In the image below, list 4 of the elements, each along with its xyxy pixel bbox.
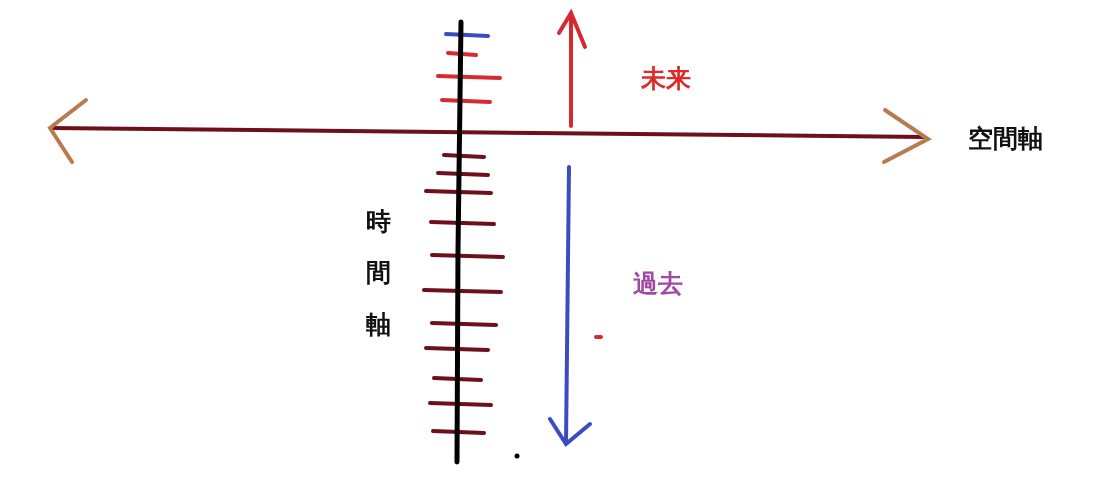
- time-axis-label: 時間軸: [366, 206, 391, 341]
- future-label: 未来: [641, 66, 691, 91]
- past-label: 過去: [633, 271, 683, 296]
- space-axis-label: 空間軸: [968, 126, 1043, 151]
